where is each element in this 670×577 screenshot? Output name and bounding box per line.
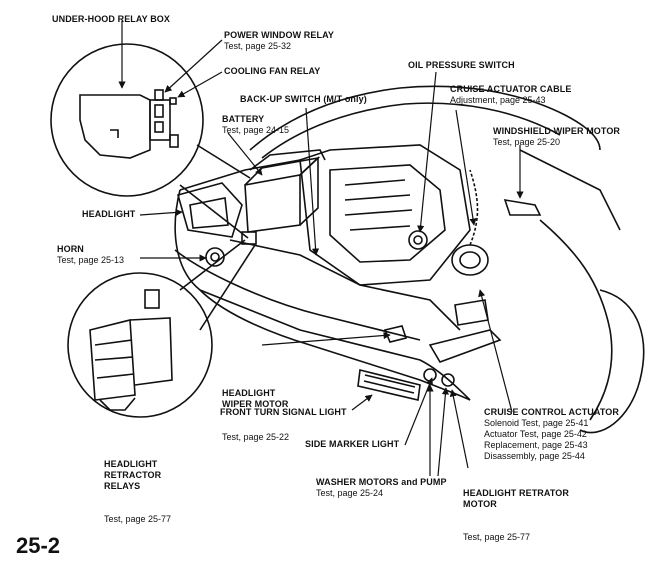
label-title: HEADLIGHT bbox=[82, 209, 136, 219]
label-sub: Adjustment, page 25-43 bbox=[450, 95, 546, 105]
label-front-turn-signal-light: FRONT TURN SIGNAL LIGHT bbox=[220, 407, 347, 418]
label-cruise-actuator-cable: CRUISE ACTUATOR CABLE Adjustment, page 2… bbox=[450, 84, 571, 106]
label-headlight-retrator-motor: HEADLIGHT RETRATOR MOTOR Test, page 25-7… bbox=[463, 466, 569, 565]
label-headlight-retractor-relays: HEADLIGHT RETRACTOR RELAYS Test, page 25… bbox=[104, 437, 171, 547]
label-sub: Replacement, page 25-43 bbox=[484, 440, 588, 450]
page-number: 25-2 bbox=[16, 533, 61, 558]
label-cooling-fan-relay: COOLING FAN RELAY bbox=[224, 66, 320, 77]
label-horn: HORN Test, page 25-13 bbox=[57, 244, 124, 266]
label-sub: Test, page 25-32 bbox=[224, 41, 292, 51]
label-sub: Solenoid Test, page 25-41 bbox=[484, 418, 589, 428]
label-battery: BATTERY Test, page 24-15 bbox=[222, 114, 289, 136]
label-power-window-relay: POWER WINDOW RELAY Test, page 25-32 bbox=[224, 30, 334, 52]
label-sub: Disassembly, page 25-44 bbox=[484, 451, 585, 461]
retractor-relays-detail bbox=[67, 239, 256, 418]
label-title: POWER WINDOW RELAY bbox=[224, 30, 334, 40]
label-headlight: HEADLIGHT bbox=[82, 209, 135, 220]
label-back-up-switch: BACK-UP SWITCH (M/T only) bbox=[240, 94, 367, 105]
label-title: OIL PRESSURE SWITCH bbox=[408, 60, 515, 70]
label-title: WINDSHIELD WIPER MOTOR bbox=[493, 126, 621, 136]
label-title: HEADLIGHT RETRACTOR RELAYS bbox=[104, 459, 162, 491]
label-title: FRONT TURN SIGNAL LIGHT bbox=[220, 407, 347, 417]
label-title: HEADLIGHT RETRATOR MOTOR bbox=[463, 488, 569, 509]
relay-box-detail bbox=[50, 43, 251, 239]
label-oil-pressure-switch: OIL PRESSURE SWITCH bbox=[408, 60, 515, 71]
label-sub: Test, page 25-77 bbox=[463, 532, 531, 542]
label-cruise-control-actuator: CRUISE CONTROL ACTUATOR Solenoid Test, p… bbox=[484, 407, 619, 462]
label-under-hood-relay-box: UNDER-HOOD RELAY BOX bbox=[52, 14, 170, 25]
label-title: SIDE MARKER LIGHT bbox=[305, 439, 400, 449]
label-title: CRUISE CONTROL ACTUATOR bbox=[484, 407, 619, 417]
label-sub: Test, page 25-24 bbox=[316, 488, 384, 498]
label-sub: Test, page 25-77 bbox=[104, 514, 172, 524]
label-title: COOLING FAN RELAY bbox=[224, 66, 321, 76]
label-title: CRUISE ACTUATOR CABLE bbox=[450, 84, 572, 94]
label-headlight-wiper-motor: HEADLIGHT WIPER MOTOR Test, page 25-22 bbox=[222, 366, 289, 465]
label-sub: Test, page 25-20 bbox=[493, 137, 561, 147]
label-washer-motors-and-pump: WASHER MOTORS and PUMP Test, page 25-24 bbox=[316, 477, 447, 499]
label-title: BACK-UP SWITCH (M/T only) bbox=[240, 94, 367, 104]
label-side-marker-light: SIDE MARKER LIGHT bbox=[305, 439, 399, 450]
label-title: WASHER MOTORS and PUMP bbox=[316, 477, 447, 487]
label-title: BATTERY bbox=[222, 114, 265, 124]
label-sub: Actuator Test, page 25-42 bbox=[484, 429, 587, 439]
label-title: HEADLIGHT WIPER MOTOR bbox=[222, 388, 289, 409]
label-windshield-wiper-motor: WINDSHIELD WIPER MOTOR Test, page 25-20 bbox=[493, 126, 620, 148]
label-title: UNDER-HOOD RELAY BOX bbox=[52, 14, 171, 24]
label-title: HORN bbox=[57, 244, 84, 254]
label-sub: Test, page 25-13 bbox=[57, 255, 125, 265]
label-sub: Test, page 24-15 bbox=[222, 125, 290, 135]
callout-arrows bbox=[118, 21, 524, 477]
label-sub: Test, page 25-22 bbox=[222, 432, 290, 442]
